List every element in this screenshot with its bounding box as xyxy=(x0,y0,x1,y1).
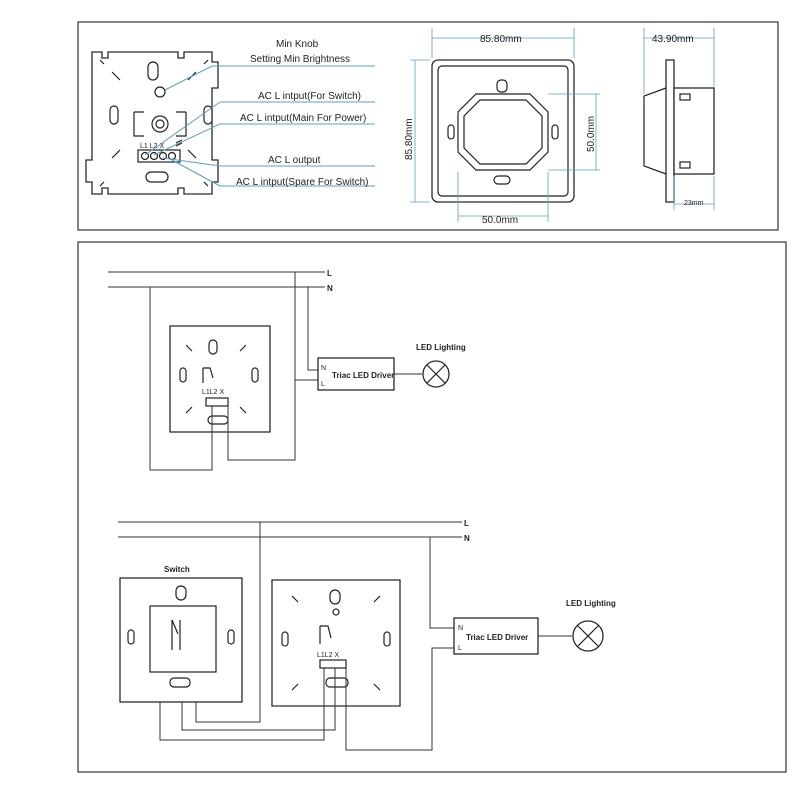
wiring-diagram-two-way: L1L2 X xyxy=(118,521,604,751)
line-n-label-1: N xyxy=(327,284,333,293)
callout-ac-l-output: AC L output xyxy=(268,155,321,166)
wiring-panel xyxy=(77,241,787,773)
side-profile-view xyxy=(643,28,715,210)
spec-panel xyxy=(77,21,779,231)
dim-height: 85.80mm xyxy=(404,118,415,160)
callout-setting-min-brightness: Setting Min Brightness xyxy=(250,54,350,65)
line-l-label-1: L xyxy=(327,269,332,278)
driver-label-2: Triac LED Driver xyxy=(466,633,528,642)
lighting-label-2: LED Lighting xyxy=(566,599,616,608)
terminal-label-1: L1L2 X xyxy=(202,389,225,396)
lighting-label-1: LED Lighting xyxy=(416,343,466,352)
callout-ac-l-main: AC L intput(Main For Power) xyxy=(240,113,366,124)
dim-inner-height: 50.0mm xyxy=(586,116,597,152)
dimmer-front-view: L1 L2 X xyxy=(85,51,219,195)
callout-leaders xyxy=(144,65,375,187)
driver-l-label-1: L xyxy=(321,381,325,388)
dim-depth: 43.90mm xyxy=(652,34,694,45)
line-n-label-2: N xyxy=(464,534,470,543)
dim-inner-width: 50.0mm xyxy=(482,215,518,226)
switch-label: Switch xyxy=(164,565,190,574)
driver-label-1: Triac LED Driver xyxy=(332,371,394,380)
terminal-label-2: L1L2 X xyxy=(317,652,340,659)
ground-icon xyxy=(175,139,183,147)
callout-min-knob: Min Knob xyxy=(276,39,319,50)
terminal-label: L1 L2 X xyxy=(140,143,164,150)
driver-l-label-2: L xyxy=(458,645,462,652)
panel-front-dimension-view xyxy=(410,28,600,222)
dim-side-depth: 23mm xyxy=(684,200,704,207)
line-l-label-2: L xyxy=(464,519,469,528)
wiring-diagram-single: L1L2 X xyxy=(108,271,450,471)
callout-ac-l-switch: AC L intput(For Switch) xyxy=(258,91,361,102)
min-knob-icon xyxy=(154,86,166,98)
callout-ac-l-spare: AC L intput(Spare For Switch) xyxy=(236,177,368,188)
driver-n-label-1: N xyxy=(321,365,326,372)
driver-n-label-2: N xyxy=(458,625,463,632)
dim-width: 85.80mm xyxy=(480,34,522,45)
